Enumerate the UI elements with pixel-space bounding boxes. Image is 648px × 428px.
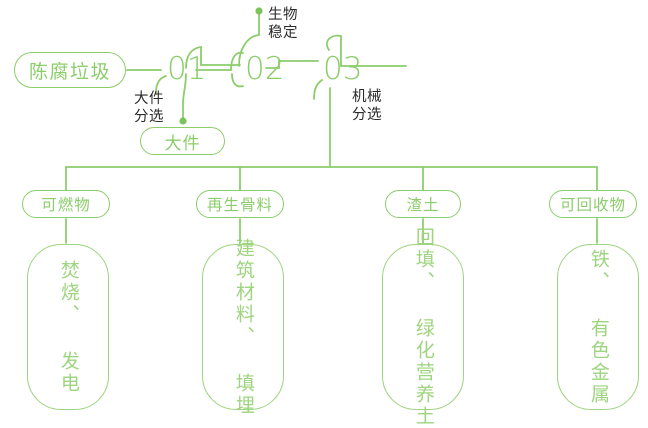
category-pill-recyclables[interactable]: 可回收物 (549, 190, 637, 218)
wire-stage03-arc-top (326, 34, 342, 51)
dot-bio-endpoint (255, 7, 263, 15)
wire-stage02-arc-left-top (230, 51, 244, 71)
destination-box-combustible[interactable]: 焚烧、 发电 (27, 244, 109, 410)
destination-box-recycled-aggregate[interactable]: 建筑材料、 填埋 (202, 238, 284, 417)
category-pill-combustible[interactable]: 可燃物 (22, 190, 110, 218)
process-flow-diagram: 陈腐垃圾 01 02 03 生物 稳定 大件 分选 机械 分选 大件 可燃物 再… (14, 7, 639, 428)
wire-stage02-arc-left-bottom (231, 73, 244, 88)
wire-stage01-arc-bottom (155, 75, 167, 94)
wire-stage02-to-stage03 (265, 60, 319, 69)
destination-box-recyclables[interactable]: 铁、 有色金属 (557, 244, 639, 410)
destination-text-recycled-aggregate: 建筑材料、 填埋 (232, 237, 255, 417)
wire-stage01-arc-top (185, 46, 202, 69)
root-node-stale-waste[interactable]: 陈腐垃圾 (14, 52, 126, 88)
destination-text-recyclables: 铁、 有色金属 (587, 248, 610, 406)
stage-number-01: 01 (167, 51, 207, 87)
destination-text-combustible: 焚烧、 发电 (57, 259, 80, 395)
category-pill-recycled-aggregate[interactable]: 再生骨料 (196, 190, 284, 218)
wire-stage01-drop-bulky (182, 73, 187, 121)
annotation-biological-stabilization: 生物 稳定 (268, 7, 298, 42)
wire-stage02-riser-bio (238, 11, 260, 67)
connector-lines (65, 7, 598, 244)
annotation-mechanical-sorting: 机械 分选 (352, 89, 382, 124)
destination-box-slag-soil[interactable]: 回填、 绿化营养土 (382, 227, 464, 428)
wire-stage03-arc-bottom (313, 79, 323, 100)
wire-stage03-out-right (340, 35, 407, 67)
stage-number-02: 02 (245, 51, 285, 87)
output-node-bulky[interactable]: 大件 (140, 127, 225, 155)
destination-text-slag-soil: 回填、 绿化营养土 (412, 226, 435, 428)
dot-bulky-endpoint (179, 117, 187, 125)
category-pill-slag-soil[interactable]: 渣土 (385, 190, 461, 218)
stage-number-03: 03 (323, 51, 363, 87)
annotation-bulky-sorting: 大件 分选 (134, 91, 164, 126)
wire-stage01-to-stage02 (200, 46, 241, 66)
